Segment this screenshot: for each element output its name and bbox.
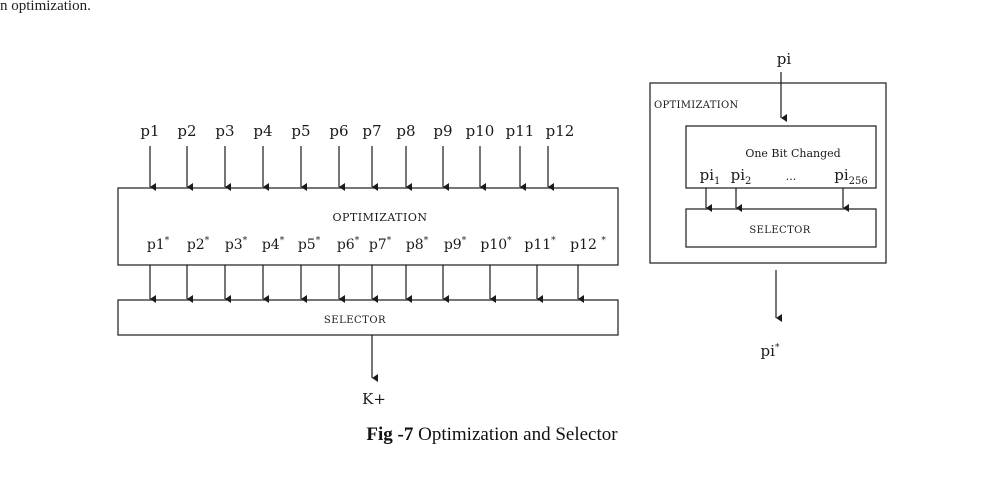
input-arrows (149, 146, 554, 191)
output-label-p4: p4* (262, 236, 285, 253)
optimization-box (117, 187, 619, 266)
one-bit-changed-box (685, 125, 877, 189)
input-label-p7: p7 (362, 122, 381, 140)
input-label-p11: p11 (506, 122, 535, 140)
input-label-p10: p10 (466, 122, 495, 140)
output-label-p11: p11* (524, 236, 556, 253)
diagram-canvas: p1 p2 p3 p4 p5 p6 p7 p8 p9 p10 p11 p12 OPTIMIZATION… (117, 50, 887, 408)
one-bit-changed-label: One Bit Changed (745, 147, 840, 160)
right-diagram: pi OPTIMIZATION One Bit Changed pi1 pi2..… (649, 50, 887, 360)
output-label-p6: p6* (337, 236, 360, 253)
input-label-p4: p4 (253, 122, 272, 140)
figure-caption: Fig -7 Optimization and Selector (0, 424, 984, 446)
output-label-p5: p5* (298, 236, 321, 253)
input-label-p8: p8 (396, 122, 415, 140)
input-labels: p1 p2 p3 p4 p5 p6 p7 p8 p9 p10 p11 p12 (140, 122, 574, 140)
caption-text: Optimization and Selector (413, 424, 618, 445)
input-label-p12: p12 (546, 122, 575, 140)
selector-box (117, 299, 619, 336)
output-label-p2: p2* (187, 236, 210, 253)
selector-label: SELECTOR (324, 315, 386, 326)
input-label-p3: p3 (215, 122, 234, 140)
bit-labels: pi1 pi2... pi256 (700, 166, 868, 187)
result-label: K+ (362, 390, 386, 408)
right-input-label: pi (777, 50, 792, 68)
output-labels: p1* p2* p3* p4* p5* p6* p7* p8* p9* p10* p11* p12 * (147, 236, 607, 253)
output-label-p9: p9* (444, 236, 467, 253)
output-label-p8: p8* (406, 236, 429, 253)
right-optimization-box (649, 82, 887, 264)
output-label-p10: p10* (480, 236, 512, 253)
output-label-p3: p3* (225, 236, 248, 253)
optimization-label: OPTIMIZATION (332, 211, 427, 224)
output-arrows (149, 265, 584, 303)
right-output-label: pi* (761, 342, 780, 360)
output-label-p12: p12 * (570, 236, 606, 253)
caption-label: Fig -7 (366, 424, 414, 445)
intro-text: n optimization. (0, 0, 91, 14)
bit-label: ... (786, 170, 797, 183)
right-selector-label: SELECTOR (749, 225, 810, 236)
input-label-p1: p1 (140, 122, 159, 140)
bit-label: pi2 (731, 166, 752, 187)
input-label-p9: p9 (433, 122, 452, 140)
input-label-p5: p5 (291, 122, 310, 140)
bit-label: pi1 (700, 166, 721, 187)
output-label-p1: p1* (147, 236, 170, 253)
output-label-p7: p7* (369, 236, 392, 253)
right-selector-box (685, 208, 877, 248)
right-optimization-label: OPTIMIZATION (654, 100, 739, 111)
left-diagram: p1 p2 p3 p4 p5 p6 p7 p8 p9 p10 p11 p12 OPTIMIZATION… (117, 122, 619, 408)
bit-label: pi256 (834, 166, 868, 187)
input-label-p2: p2 (177, 122, 196, 140)
input-label-p6: p6 (329, 122, 348, 140)
